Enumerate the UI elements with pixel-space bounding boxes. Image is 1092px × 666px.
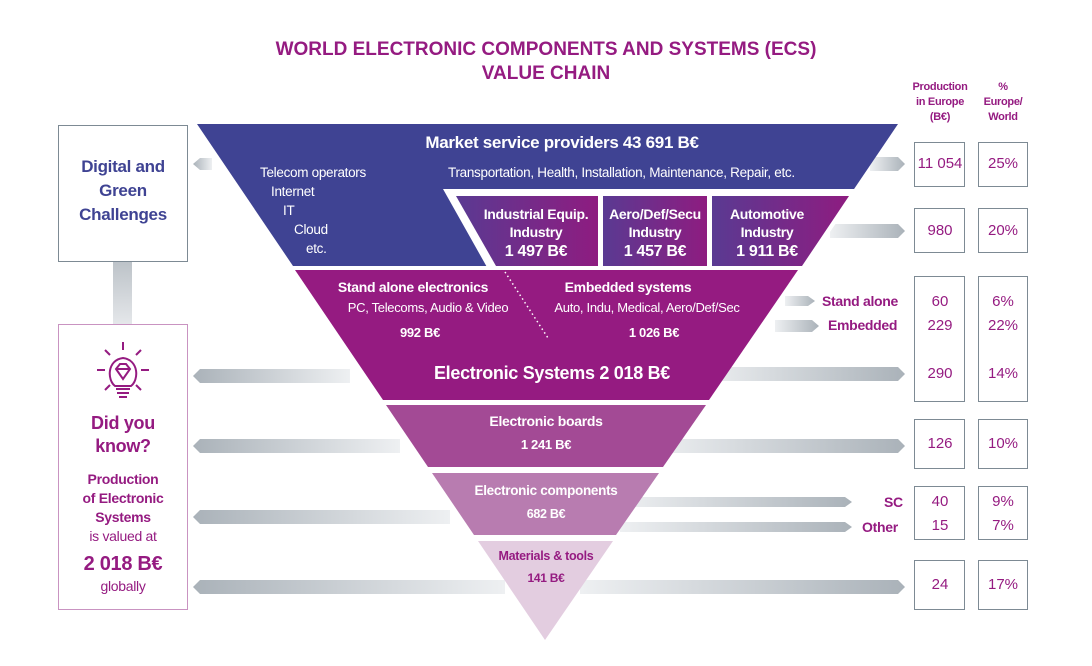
boards-layer [386,405,706,467]
prod-box-industries [914,208,965,253]
market-title: Market service providers 43 691 B€ [425,133,699,152]
prod-box-systems [914,276,965,402]
header-percent: %Europe/World [983,81,1023,123]
pct-materials: 17% [987,576,1019,593]
pct-box-systems [978,276,1028,402]
arrow-left-boards [193,439,400,453]
label-sc: SC [884,494,903,510]
pct-box-materials [978,560,1028,610]
pct-market: 25% [987,155,1019,172]
materials-value: 141 B€ [527,571,565,585]
arrow-right-industries [830,224,905,238]
prod-systems: 290 [927,365,953,382]
arrow-right-materials [580,580,905,594]
embedded-sub: Auto, Indu, Medical, Aero/Def/Sec [554,300,740,315]
arrow-right-embedded [775,320,819,332]
fact-tail: globally [100,578,146,594]
arrow-right-boards [650,439,905,453]
arrow-left-market [193,158,212,170]
prod-standalone: 60 [931,293,949,310]
market-services: Transportation, Health, Installation, Ma… [448,165,795,180]
pct-other: 7% [992,517,1014,534]
boards-title: Electronic boards [489,413,603,429]
industry-automotive [712,196,849,266]
arrow-left-materials [193,580,505,594]
systems-layer [295,270,798,400]
market-item: Cloud [294,222,328,237]
systems-title: Electronic Systems 2 018 B€ [433,363,671,383]
industry-industrial [456,196,598,266]
did-you-know-box [58,324,188,610]
pct-embedded: 22% [987,317,1019,334]
pct-standalone: 6% [992,293,1014,310]
prod-box-boards [914,419,965,469]
arrow-left-systems [193,369,350,383]
page-title: WORLD ELECTRONIC COMPONENTS AND SYSTEMS … [275,39,817,84]
boards-value: 1 241 B€ [520,437,572,452]
fact-value: 2 018 B€ [83,553,163,575]
standalone-sub: PC, Telecoms, Audio & Video [347,300,509,315]
prod-other: 15 [931,517,949,534]
arrow-right-market [870,157,905,171]
standalone-value: 992 B€ [399,325,441,340]
components-value: 682 B€ [526,507,566,521]
components-title: Electronic components [474,483,618,498]
industry-aero [603,196,707,266]
arrow-right-sc [620,497,852,507]
prod-embedded: 229 [927,317,953,334]
prod-industries: 980 [927,222,953,239]
embedded-title: Embedded systems [564,279,692,295]
arrow-right-standalone [785,296,815,306]
prod-sc: 40 [931,493,949,510]
label-other: Other [862,519,898,535]
components-layer [432,473,659,535]
prod-box-market [914,142,965,187]
prod-boards: 126 [927,435,953,452]
pct-industries: 20% [987,222,1019,239]
prod-box-components [914,486,965,540]
materials-title: Materials & tools [498,549,594,563]
market-item: etc. [306,241,327,256]
embedded-value: 1 026 B€ [628,325,680,340]
prod-box-materials [914,560,965,610]
pct-box-components [978,486,1028,540]
arrow-right-other [620,522,852,532]
lightbulb-diamond-icon [97,342,149,398]
materials-layer [478,541,613,640]
pct-systems: 14% [987,365,1019,382]
pct-box-boards [978,419,1028,469]
challenges-box [58,125,188,262]
pct-box-market [978,142,1028,187]
market-item: Telecom operators [260,165,366,180]
label-standalone: Stand alone [822,293,899,309]
market-item: IT [283,203,295,218]
prod-materials: 24 [931,576,949,593]
label-embedded: Embedded [828,317,898,333]
arrow-left-components [193,510,450,524]
pct-boards: 10% [987,435,1019,452]
arrow-right-systems [700,367,905,381]
pct-box-industries [978,208,1028,253]
market-item: Internet [271,184,315,199]
standalone-title: Stand alone electronics [337,279,489,295]
prod-market: 11 054 [917,155,963,172]
pct-sc: 9% [992,493,1014,510]
